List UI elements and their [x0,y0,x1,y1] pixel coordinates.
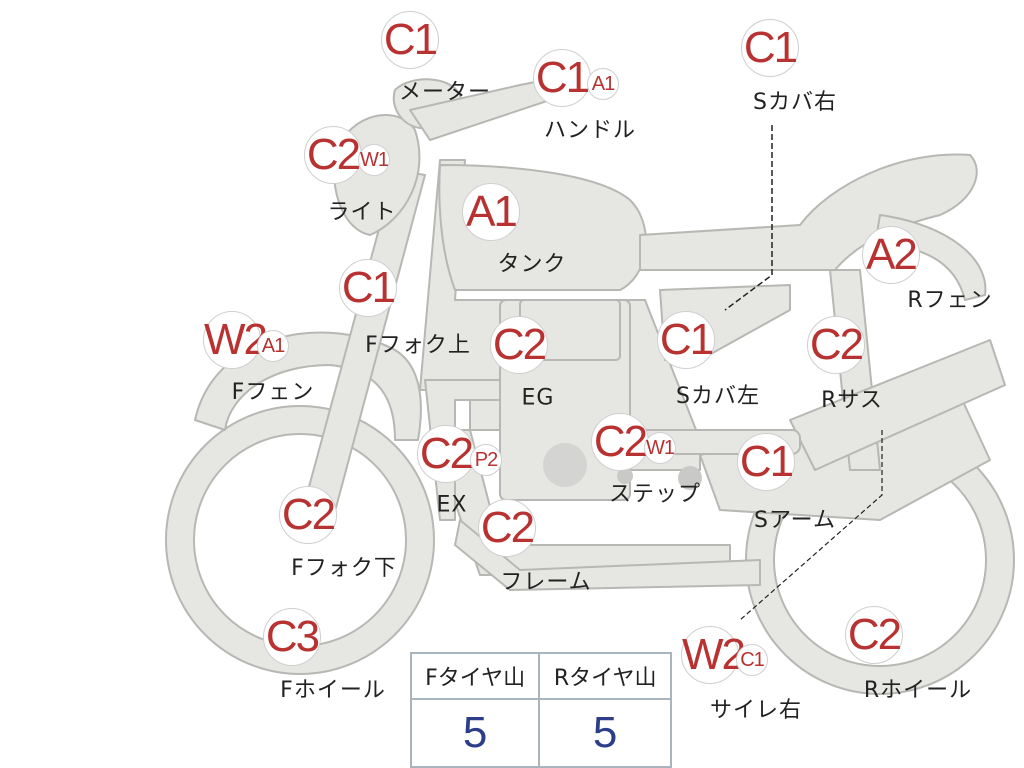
part-9-grade-badge: A2 [862,226,920,284]
part-4-label: タンク [497,252,567,277]
part-11-grade-badge: C2 [417,425,475,483]
part-7-grade-badge: C2 [490,316,548,374]
part-13-grade-badge: C1 [737,433,795,491]
part-16-label: Fホイール [280,678,386,703]
part-15-label: フレーム [500,570,592,595]
front-tire-header: Fタイヤ山 [409,652,541,700]
front-tire-value: 5 [409,698,541,768]
part-8-label: Sカバ左 [676,384,760,409]
part-12-subgrade-badge: W1 [644,432,676,464]
part-14-label: Fフォク下 [291,556,397,581]
part-18-grade-badge: C2 [845,606,903,664]
part-15-grade-badge: C2 [478,499,536,557]
part-12-grade-badge: C2 [591,413,649,471]
part-10-grade-badge: C2 [807,316,865,374]
part-17-grade-badge: W2 [681,626,746,684]
part-1-label: ハンドル [543,118,637,143]
rear-tire-header: Rタイヤ山 [538,652,672,700]
part-0-grade-badge: C1 [381,11,439,69]
part-4-grade-badge: A1 [462,183,520,241]
part-1-grade-badge: C1 [533,49,591,107]
part-17-subgrade-badge: C1 [736,644,768,676]
part-3-label: ライト [327,200,397,225]
part-5-label: Fフォク上 [365,333,471,358]
part-14-grade-badge: C2 [279,486,337,544]
part-17-label: サイレ右 [709,698,803,723]
part-1-subgrade-badge: A1 [587,68,619,100]
part-18-label: Rホイール [863,678,973,703]
part-6-subgrade-badge: A1 [257,330,289,362]
part-9-label: Rフェン [907,288,993,313]
part-0-label: メーター [398,80,492,105]
part-11-subgrade-badge: P2 [470,444,502,476]
part-5-grade-badge: C1 [339,259,397,317]
part-3-subgrade-badge: W1 [358,144,390,176]
part-3-grade-badge: C2 [304,126,362,184]
part-8-grade-badge: C1 [657,311,715,369]
leader-line-silencer [739,430,883,621]
part-2-label: Sカバ右 [753,90,837,115]
part-10-label: Rサス [821,388,883,413]
tire-tread-table: Fタイヤ山 Rタイヤ山 5 5 [409,652,672,768]
part-16-grade-badge: C3 [263,608,321,666]
part-6-grade-badge: W2 [203,311,268,369]
part-7-label: EG [521,385,555,411]
rear-tire-value: 5 [538,698,672,768]
leader-line-scover-right [724,125,773,311]
part-2-grade-badge: C1 [741,19,799,77]
part-13-label: Sアーム [754,508,836,533]
part-6-label: Fフェン [231,380,315,405]
part-11-label: EX [436,492,468,518]
part-12-label: ステップ [608,482,702,507]
